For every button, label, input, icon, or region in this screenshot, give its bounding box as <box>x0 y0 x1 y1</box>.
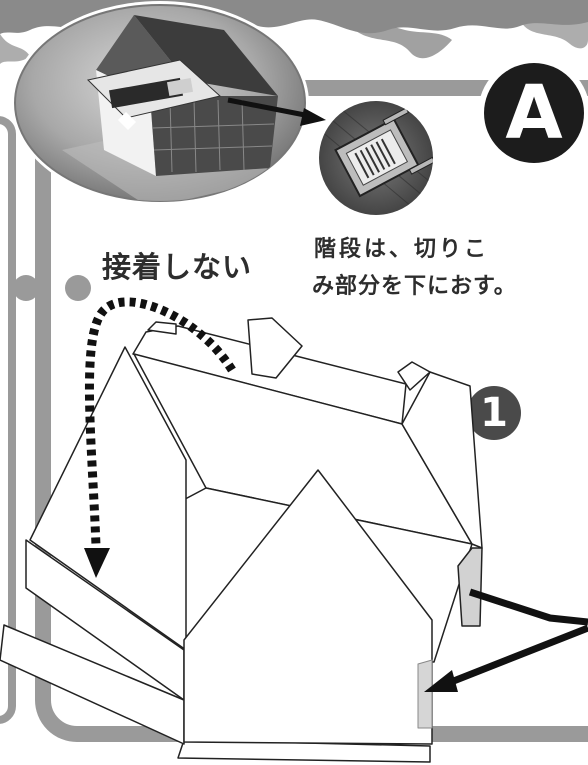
binder-hole <box>13 275 39 301</box>
stair-note-line2: み部分を下におす。 <box>312 274 517 299</box>
no-glue-label: 接着しない <box>102 250 253 284</box>
step-number-circle <box>467 386 521 440</box>
step-number: 1 <box>480 390 508 436</box>
flap-pointer-arrows <box>424 588 588 692</box>
stair-detail-closeup <box>315 97 437 219</box>
no-glue-curved-arrow <box>84 297 236 578</box>
model-photo <box>11 1 309 205</box>
house-parts <box>0 317 483 763</box>
section-badge-letter: A <box>505 70 563 156</box>
binder-hole <box>65 275 91 301</box>
section-badge <box>478 57 588 169</box>
stair-note-line1: 階段は、切りこ <box>314 237 490 262</box>
photo-detail-arrow <box>227 97 326 126</box>
left-panel-edge <box>0 116 16 724</box>
